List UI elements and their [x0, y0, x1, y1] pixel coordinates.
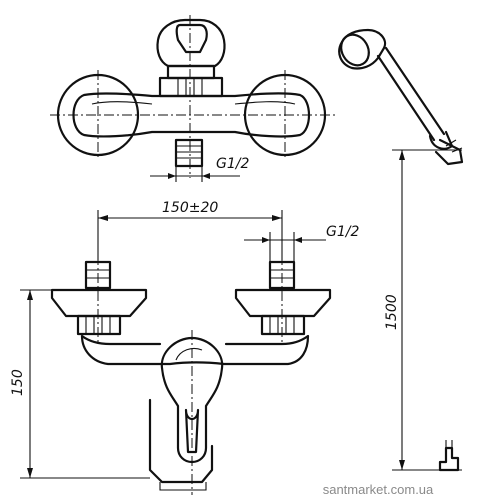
front-thread-arrow-left — [262, 237, 270, 243]
top-thread-arrow-left — [168, 173, 176, 179]
top-thread-label: G1/2 — [216, 156, 249, 172]
center-distance-label: 150±20 — [162, 200, 218, 216]
shower-dim-arrow-bottom — [399, 460, 405, 470]
top-lever — [156, 18, 226, 68]
front-spout — [148, 398, 214, 484]
left-union-nut — [76, 314, 122, 336]
shower-assembly: 1500 — [338, 28, 464, 472]
right-union-nut-ribs — [269, 316, 295, 334]
left-union-nut-ribs — [85, 316, 111, 334]
top-outlet — [174, 138, 204, 168]
front-view: 150±20 G1/2 150 — [10, 200, 359, 495]
front-spout-mouth — [159, 482, 207, 491]
top-body-inner — [91, 101, 296, 105]
height-label: 150 — [10, 369, 26, 396]
front-body — [80, 334, 310, 366]
shower-holder — [434, 138, 464, 166]
center-dim-arrow-left — [98, 215, 108, 221]
top-thread-arrow-right — [202, 173, 210, 179]
top-nut-ribs — [177, 78, 203, 96]
left-escutcheon — [50, 288, 148, 318]
front-thread-arrow-right — [294, 237, 302, 243]
floor-fitting-cap — [445, 440, 453, 448]
top-body — [72, 92, 311, 138]
top-lever-knob — [175, 23, 208, 54]
shower-dim-arrow-top — [399, 150, 405, 160]
height-dim-arrow-top — [27, 290, 33, 300]
shower-handle — [376, 46, 446, 142]
front-thread-label: G1/2 — [326, 224, 359, 240]
top-view: G1/2 — [50, 15, 335, 182]
front-lever-cutout — [184, 408, 200, 454]
right-escutcheon — [234, 288, 332, 318]
shower-head-face — [340, 33, 370, 67]
shower-height-label: 1500 — [384, 294, 400, 330]
watermark: santmarket.com.ua — [323, 482, 434, 497]
height-dim-arrow-bottom — [27, 468, 33, 478]
top-spindle — [158, 76, 224, 98]
center-dim-arrow-right — [272, 215, 282, 221]
top-cartridge — [166, 64, 216, 80]
right-union-nut — [260, 314, 306, 336]
front-lever-highlight — [175, 347, 203, 361]
top-outlet-thread — [176, 145, 202, 159]
floor-fitting — [438, 446, 460, 472]
shower-head — [338, 28, 387, 70]
